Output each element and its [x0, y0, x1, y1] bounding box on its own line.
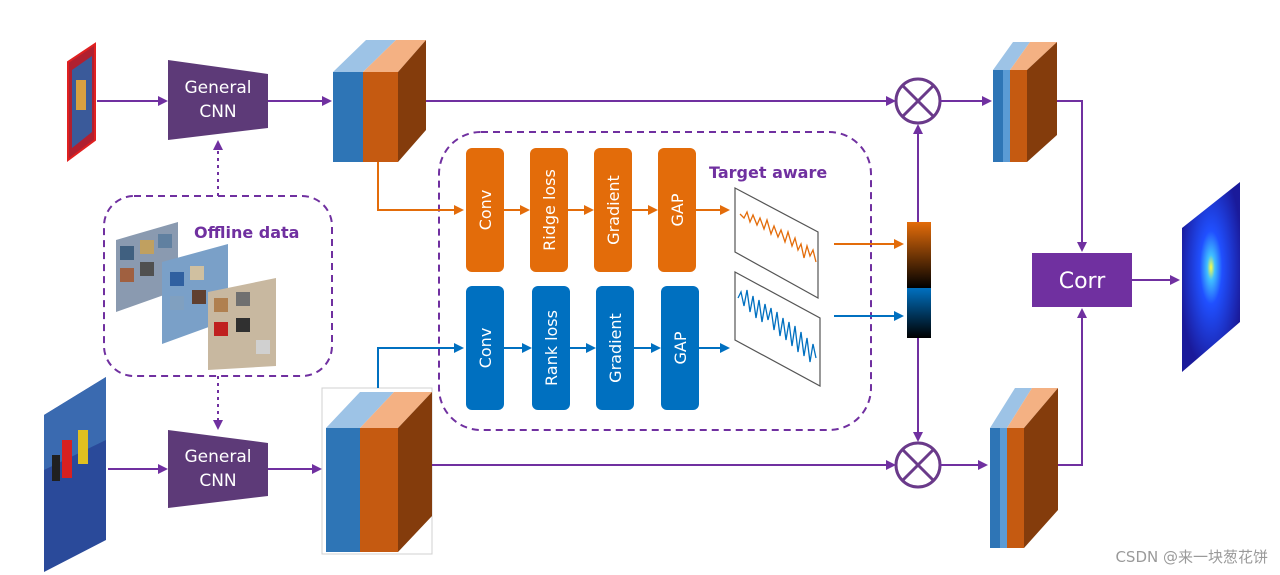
gradient-block-orange: Gradient [594, 148, 632, 272]
ridge-loss-label: Ridge loss [540, 169, 559, 251]
purple-connectors [97, 96, 1180, 474]
conv-orange-label: Conv [476, 190, 495, 231]
blue-signal-plot [734, 270, 821, 388]
ridge-loss-block: Ridge loss [530, 148, 568, 272]
orange-feature-connector [377, 162, 464, 215]
cnn-bottom-line1: General [185, 447, 252, 467]
gap-blue-label: GAP [671, 331, 690, 364]
offline-data-region: Offline data [103, 195, 333, 377]
general-cnn-bottom: General CNN [168, 430, 268, 508]
general-cnn-top: General CNN [168, 60, 268, 140]
gradient-blue-label: Gradient [606, 313, 625, 383]
offline-data-label: Offline data [194, 223, 299, 242]
target-aware-label: Target aware [709, 163, 827, 182]
gradient-orange-label: Gradient [604, 175, 623, 245]
conv-block-blue: Conv [466, 286, 504, 410]
cnn-top-line1: General [185, 78, 252, 98]
offline-image-grid [116, 222, 276, 370]
gap-orange-label: GAP [668, 193, 687, 226]
corr-label: Corr [1059, 269, 1106, 294]
feature-cube-search [321, 387, 433, 555]
gap-block-orange: GAP [658, 148, 696, 272]
blue-feature-connector [377, 343, 464, 388]
rank-loss-block: Rank loss [532, 286, 570, 410]
cnn-bottom-line2: CNN [199, 471, 236, 491]
watermark: CSDN @来一块葱花饼 [1115, 548, 1268, 566]
target-aware-region: Target aware Conv Ridge loss Gradient GA… [438, 131, 872, 431]
search-image [44, 377, 106, 572]
multiply-node-bottom [894, 441, 942, 489]
conv-blue-label: Conv [476, 328, 495, 369]
feature-cube-output-bottom [990, 388, 1058, 548]
channel-weight-vector [907, 222, 931, 338]
cnn-top-line2: CNN [199, 102, 236, 122]
response-map [1182, 182, 1240, 372]
gap-block-blue: GAP [661, 286, 699, 410]
gradient-block-blue: Gradient [596, 286, 634, 410]
feature-cube-template [333, 40, 426, 162]
corr-block: Corr [1032, 253, 1132, 307]
feature-cube-output-top [993, 42, 1057, 162]
template-image [67, 42, 96, 162]
multiply-node-top [894, 77, 942, 125]
rank-loss-label: Rank loss [542, 310, 561, 386]
conv-block-orange: Conv [466, 148, 504, 272]
orange-signal-plot [734, 187, 819, 300]
